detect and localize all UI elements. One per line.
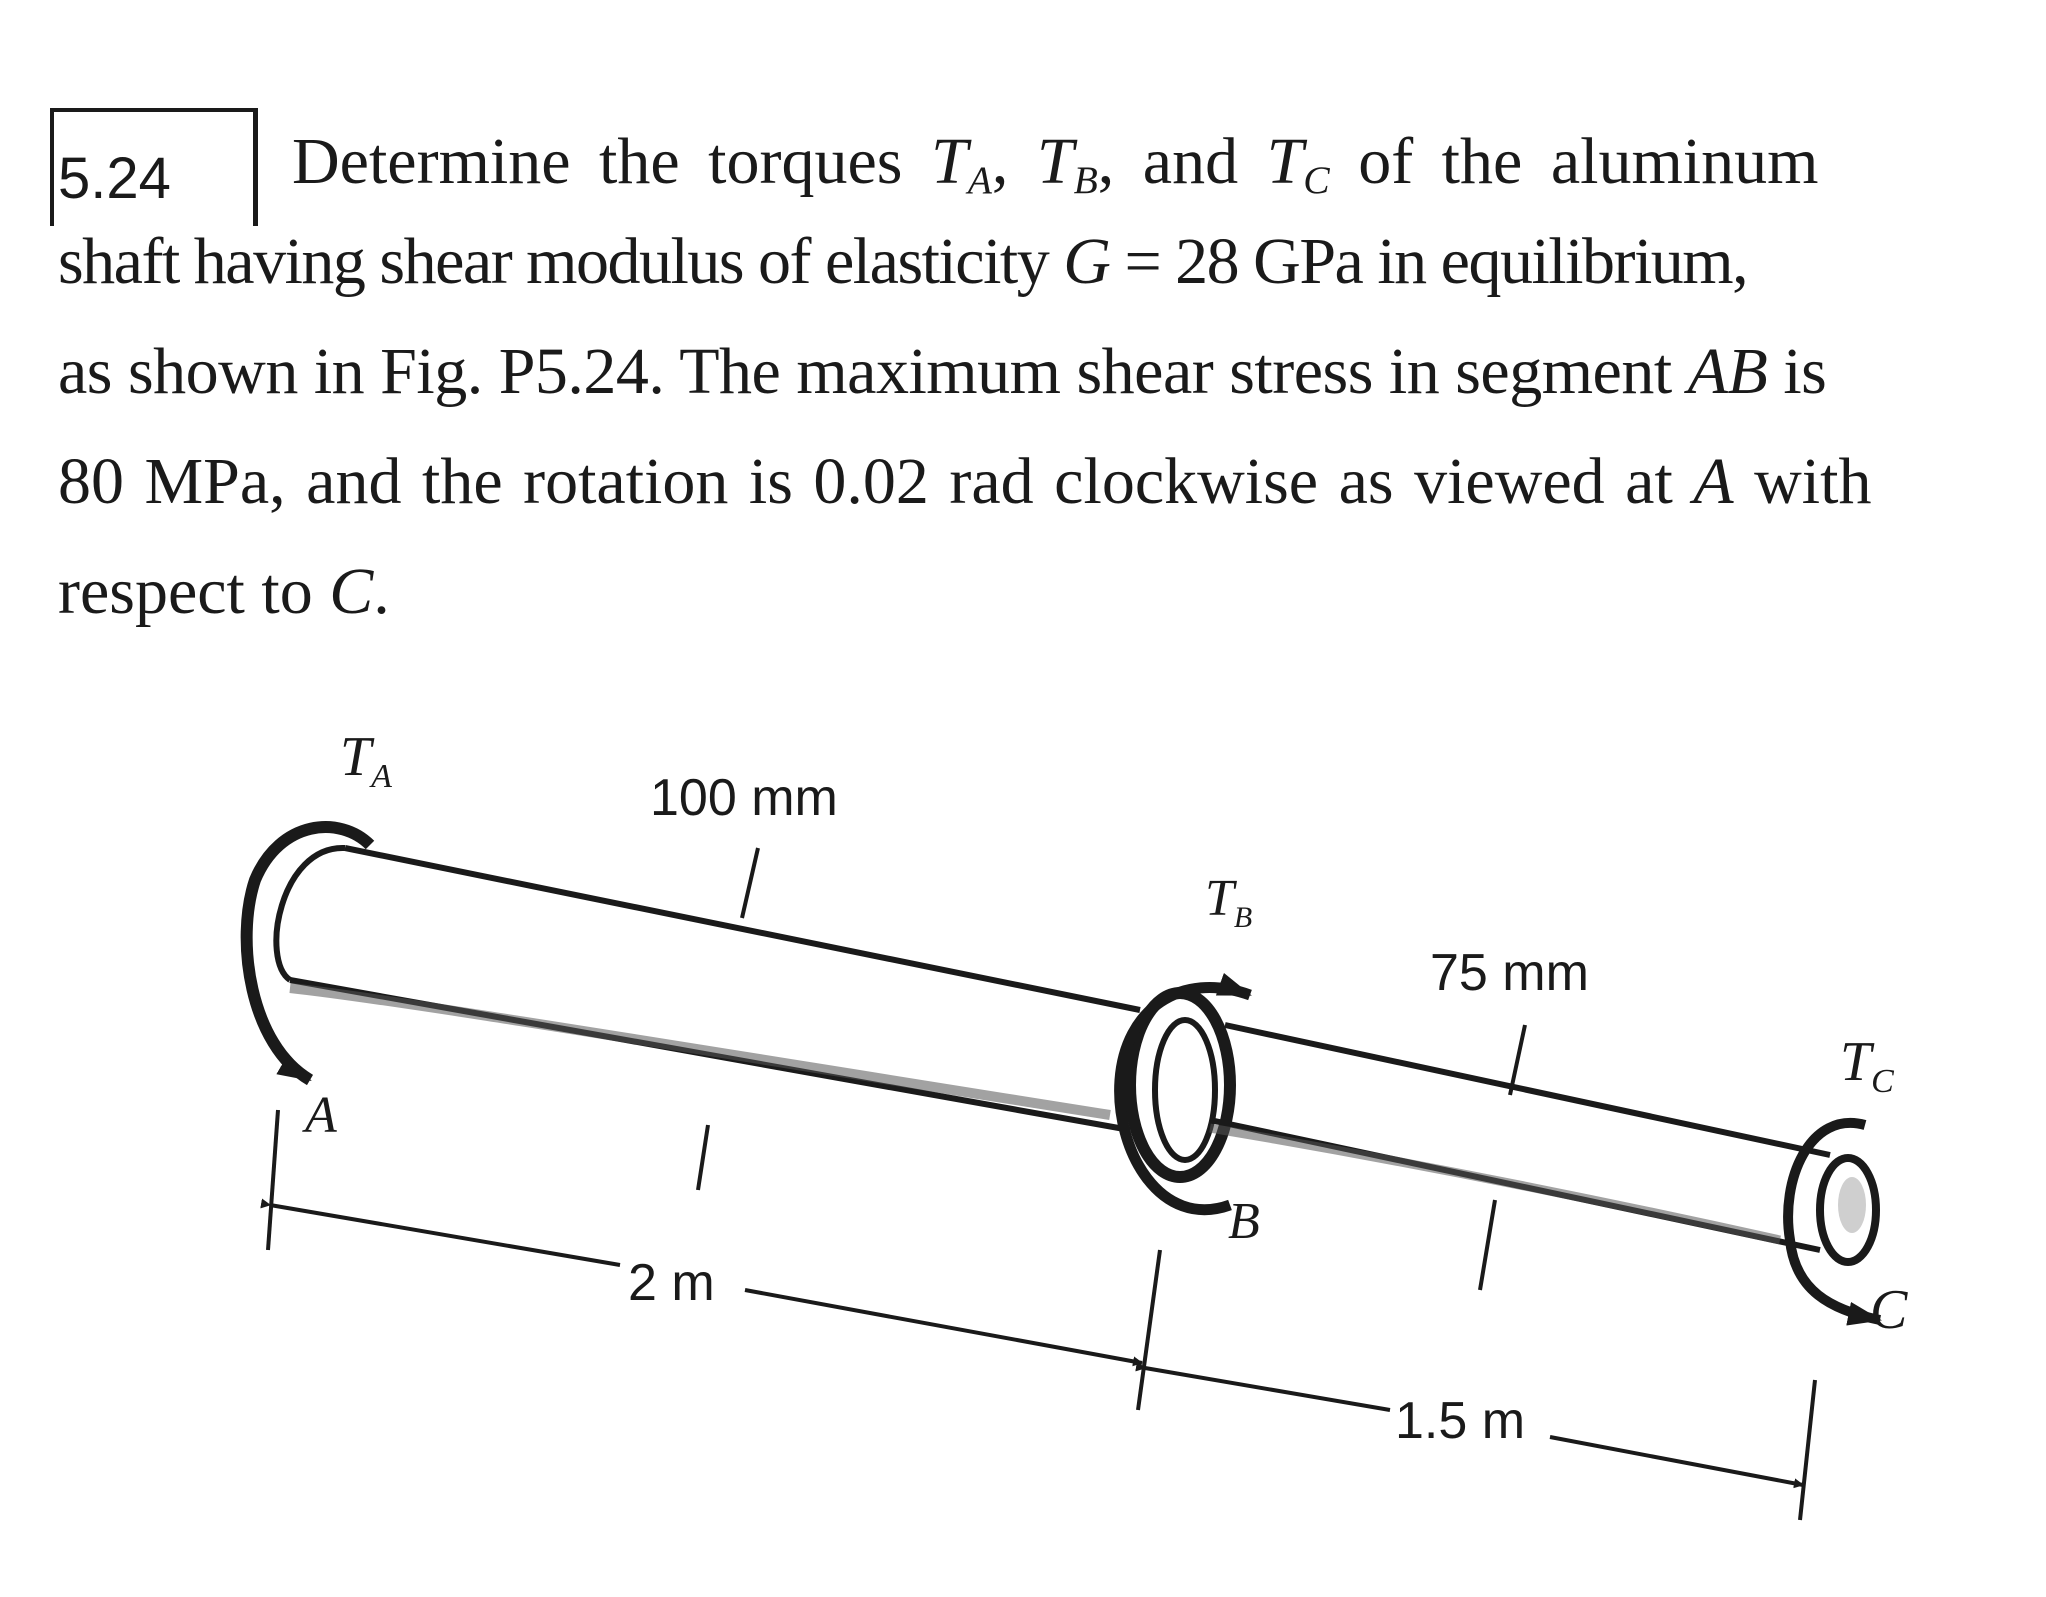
label-diameter-bc: 75 mm: [1430, 944, 1589, 1002]
symbol-g: G: [1063, 225, 1111, 298]
text: = 28 GPa in equilibrium,: [1124, 225, 1748, 298]
text: is: [1783, 335, 1827, 408]
symbol-t: T: [930, 125, 968, 198]
shaft-segment-bc: [1209, 1022, 1831, 1253]
problem-line-5: respect to C.: [58, 552, 390, 632]
label-length-bc: 1.5 m: [1395, 1392, 1525, 1450]
subscript-b: B: [1073, 157, 1098, 202]
text: shaft having shear modulus of elasticity: [58, 225, 1050, 298]
text: respect to: [58, 555, 313, 628]
text: 80 MPa, and the rotation is 0.02 rad clo…: [58, 445, 1673, 518]
problem-number-box: 5.24: [50, 108, 258, 226]
torque-arrow-c: [1783, 1118, 1882, 1326]
shaft-end-c: [1816, 1154, 1880, 1266]
dimension-lines: [260, 1109, 1817, 1521]
shaft-segment-ab: [273, 844, 1141, 1133]
text: as shown in Fig. P5.24. The maximum shea…: [58, 335, 1672, 408]
problem-line-4: 80 MPa, and the rotation is 0.02 rad clo…: [58, 442, 1871, 522]
figure-labels: TA 100 mm TB 75 mm TC A B C 2 m 1.5 m: [302, 726, 1908, 1450]
label-tc: TC: [1840, 1031, 1894, 1100]
label-length-ab: 2 m: [628, 1254, 715, 1312]
subscript-c: C: [1303, 157, 1330, 202]
text: and: [1142, 125, 1239, 198]
symbol-t: T: [1036, 125, 1074, 198]
problem-number: 5.24: [58, 146, 171, 211]
symbol-c: C: [329, 555, 374, 628]
problem-line-3: as shown in Fig. P5.24. The maximum shea…: [58, 332, 1827, 412]
symbol-a: A: [1693, 445, 1734, 518]
label-tb: TB: [1205, 870, 1252, 934]
torque-arrow-b: [1114, 972, 1252, 1216]
label-point-b: B: [1228, 1193, 1260, 1250]
torque-arrow-a: [240, 821, 375, 1086]
text: of the aluminum: [1358, 125, 1819, 198]
text: with: [1754, 445, 1872, 518]
label-point-a: A: [302, 1087, 337, 1144]
subscript-a: A: [967, 157, 992, 202]
text: Determine the torques: [292, 125, 903, 198]
text: .: [373, 555, 390, 628]
diameter-leaders: [696, 847, 1527, 1291]
label-diameter-ab: 100 mm: [650, 769, 838, 827]
label-ta: TA: [340, 726, 392, 795]
problem-line-2: shaft having shear modulus of elasticity…: [58, 222, 1749, 302]
symbol-ab: AB: [1687, 335, 1768, 408]
problem-line-1: Determine the torques TA, TB, and TC of …: [292, 125, 1819, 202]
label-point-c: C: [1870, 1279, 1908, 1341]
symbol-t: T: [1266, 125, 1304, 198]
